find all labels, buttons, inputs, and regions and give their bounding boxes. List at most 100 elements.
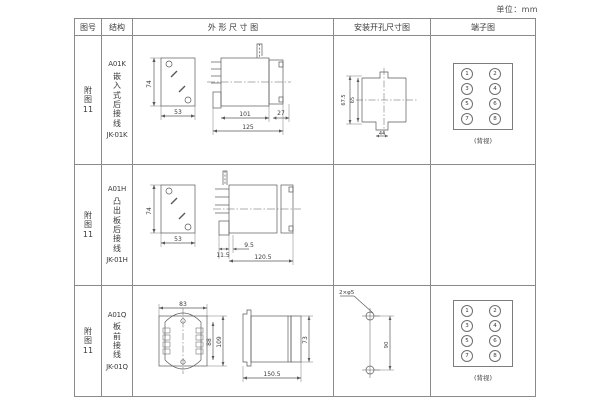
cell-structure: A01H 凸 出 板 后 接 线 JK-01H bbox=[101, 164, 133, 286]
dim-front-height: 74 bbox=[146, 80, 153, 88]
cell-structure: A01K 嵌 入 式 后 接 线 JK-01K bbox=[101, 35, 133, 165]
dim-front-width: 83 bbox=[179, 301, 187, 308]
dim-flange: 11.5 bbox=[216, 252, 230, 259]
dim-cutout-notch: 44 bbox=[379, 131, 385, 137]
cell-structure: A01Q 板 前 接 线 JK-01Q bbox=[101, 285, 133, 397]
drawing-no-char: 图 bbox=[84, 95, 92, 105]
cutout-drawing-a01h bbox=[334, 165, 430, 285]
structure-desc-char: 线 bbox=[113, 243, 121, 253]
structure-code: JK-01K bbox=[106, 131, 128, 140]
terminal-pin: 3 bbox=[461, 83, 473, 95]
structure-desc-char: 接 bbox=[113, 234, 121, 244]
cell-drawing-no: 附 图 11 bbox=[74, 164, 102, 286]
dim-side-body: 101 bbox=[239, 111, 251, 118]
dim-total-length: 120.5 bbox=[254, 254, 271, 261]
cell-outline-drawing: 74 53 11.5 9.5 120.5 bbox=[132, 164, 334, 286]
header-outline: 外 形 尺 寸 图 bbox=[132, 18, 334, 36]
drawing-no-char: 图 bbox=[84, 336, 92, 346]
terminal-pin: 6 bbox=[489, 98, 501, 110]
terminal-pin: 7 bbox=[461, 113, 473, 125]
structure-desc-char: 嵌 bbox=[113, 71, 121, 81]
cell-cutout-drawing bbox=[333, 164, 431, 286]
header-terminal: 端子图 bbox=[430, 18, 536, 36]
outline-drawing-a01k: 74 53 101 27 125 bbox=[133, 36, 333, 164]
dim-front-height: 74 bbox=[146, 207, 153, 215]
terminal-pin: 5 bbox=[461, 98, 473, 110]
terminal-view-note: (背视) bbox=[473, 374, 493, 382]
cutout-drawing-a01k: 67.5 65 44 bbox=[334, 36, 430, 164]
terminal-box: 1 2 3 4 5 6 7 8 bbox=[453, 300, 513, 367]
structure-desc-char: 板 bbox=[113, 322, 121, 332]
drawing-no-char: 11 bbox=[82, 104, 94, 114]
cutout-drawing-a01q: 2×φ5 90 bbox=[334, 286, 430, 396]
terminal-diagram-a01h bbox=[431, 165, 535, 285]
structure-desc-char: 式 bbox=[113, 90, 121, 100]
cell-drawing-no: 附 图 11 bbox=[74, 285, 102, 397]
table-row: 附 图 11 A01K 嵌 入 式 后 接 线 bbox=[74, 35, 536, 165]
outline-drawing-a01q: 83 88 109 73 150.5 bbox=[133, 286, 333, 396]
terminal-view-note: (背视) bbox=[473, 137, 493, 145]
terminal-pin: 4 bbox=[489, 83, 501, 95]
structure-model: A01Q bbox=[107, 310, 127, 319]
drawing-no-char: 11 bbox=[82, 229, 94, 239]
cell-drawing-no: 附 图 11 bbox=[74, 35, 102, 165]
structure-desc-char: 线 bbox=[113, 118, 121, 128]
terminal-pin: 6 bbox=[489, 335, 501, 347]
terminal-diagram-a01k: 1 2 3 4 5 6 7 8 (背视) bbox=[431, 36, 535, 164]
structure-desc-char: 线 bbox=[113, 350, 121, 360]
spec-table: 图号 结构 外 形 尺 寸 图 安装开孔尺寸图 端子图 附 图 11 bbox=[74, 18, 536, 397]
structure-desc-char: 后 bbox=[113, 225, 121, 234]
cell-cutout-drawing: 2×φ5 90 bbox=[333, 285, 431, 397]
dim-inner-height: 88 bbox=[206, 338, 213, 346]
dim-side-height: 73 bbox=[302, 336, 309, 344]
structure-code: JK-01H bbox=[106, 256, 128, 265]
structure-desc-char: 接 bbox=[113, 109, 121, 119]
terminal-diagram-a01q: 1 2 3 4 5 6 7 8 (背视) bbox=[431, 286, 535, 396]
terminal-pin: 7 bbox=[461, 350, 473, 362]
dim-side-tail: 27 bbox=[277, 110, 285, 117]
structure-desc-char: 板 bbox=[113, 215, 121, 225]
cell-terminal-diagram: 1 2 3 4 5 6 7 8 (背视) bbox=[430, 35, 536, 165]
structure-code: JK-01Q bbox=[106, 362, 128, 371]
structure-desc-char: 出 bbox=[113, 206, 121, 216]
terminal-pin: 4 bbox=[489, 320, 501, 332]
cell-cutout-drawing: 67.5 65 44 bbox=[333, 35, 431, 165]
header-drawing-no: 图号 bbox=[74, 18, 102, 36]
dim-front-width: 53 bbox=[174, 236, 182, 243]
terminal-box: 1 2 3 4 5 6 7 8 bbox=[453, 63, 513, 130]
terminal-pin: 2 bbox=[489, 305, 501, 317]
header-structure: 结构 bbox=[101, 18, 133, 36]
terminal-pin: 8 bbox=[489, 113, 501, 125]
structure-desc-char: 后 bbox=[113, 100, 121, 109]
terminal-pin: 5 bbox=[461, 335, 473, 347]
structure-desc-char: 凸 bbox=[113, 196, 121, 206]
dim-hole-pitch: 90 bbox=[384, 341, 390, 348]
table-row: 附 图 11 A01H 凸 出 板 后 接 线 bbox=[74, 164, 536, 286]
dim-cutout-outer: 67.5 bbox=[341, 94, 347, 105]
unit-note: 单位：mm bbox=[496, 5, 538, 14]
structure-desc-char: 接 bbox=[113, 341, 121, 350]
dim-outer-height: 109 bbox=[216, 336, 223, 348]
drawing-no-char: 图 bbox=[84, 220, 92, 230]
header-cutout: 安装开孔尺寸图 bbox=[333, 18, 431, 36]
terminal-pin: 8 bbox=[489, 350, 501, 362]
dim-gap: 9.5 bbox=[244, 242, 254, 249]
table-header-row: 图号 结构 外 形 尺 寸 图 安装开孔尺寸图 端子图 bbox=[74, 18, 536, 36]
drawing-no-char: 附 bbox=[84, 85, 92, 95]
cell-outline-drawing: 83 88 109 73 150.5 bbox=[132, 285, 334, 397]
drawing-no-char: 11 bbox=[82, 345, 94, 355]
dim-side-length: 150.5 bbox=[263, 371, 280, 378]
terminal-pin: 2 bbox=[489, 68, 501, 80]
outline-drawing-a01h: 74 53 11.5 9.5 120.5 bbox=[133, 165, 333, 285]
cell-terminal-diagram: 1 2 3 4 5 6 7 8 (背视) bbox=[430, 285, 536, 397]
drawing-no-char: 附 bbox=[84, 326, 92, 336]
drawing-no-char: 附 bbox=[84, 210, 92, 220]
cell-terminal-diagram bbox=[430, 164, 536, 286]
structure-desc-char: 前 bbox=[113, 331, 121, 341]
terminal-pin: 3 bbox=[461, 320, 473, 332]
structure-desc-char: 入 bbox=[113, 81, 121, 91]
structure-model: A01H bbox=[107, 185, 127, 194]
terminal-pin: 1 bbox=[461, 68, 473, 80]
dim-cutout-inner: 65 bbox=[350, 97, 356, 103]
